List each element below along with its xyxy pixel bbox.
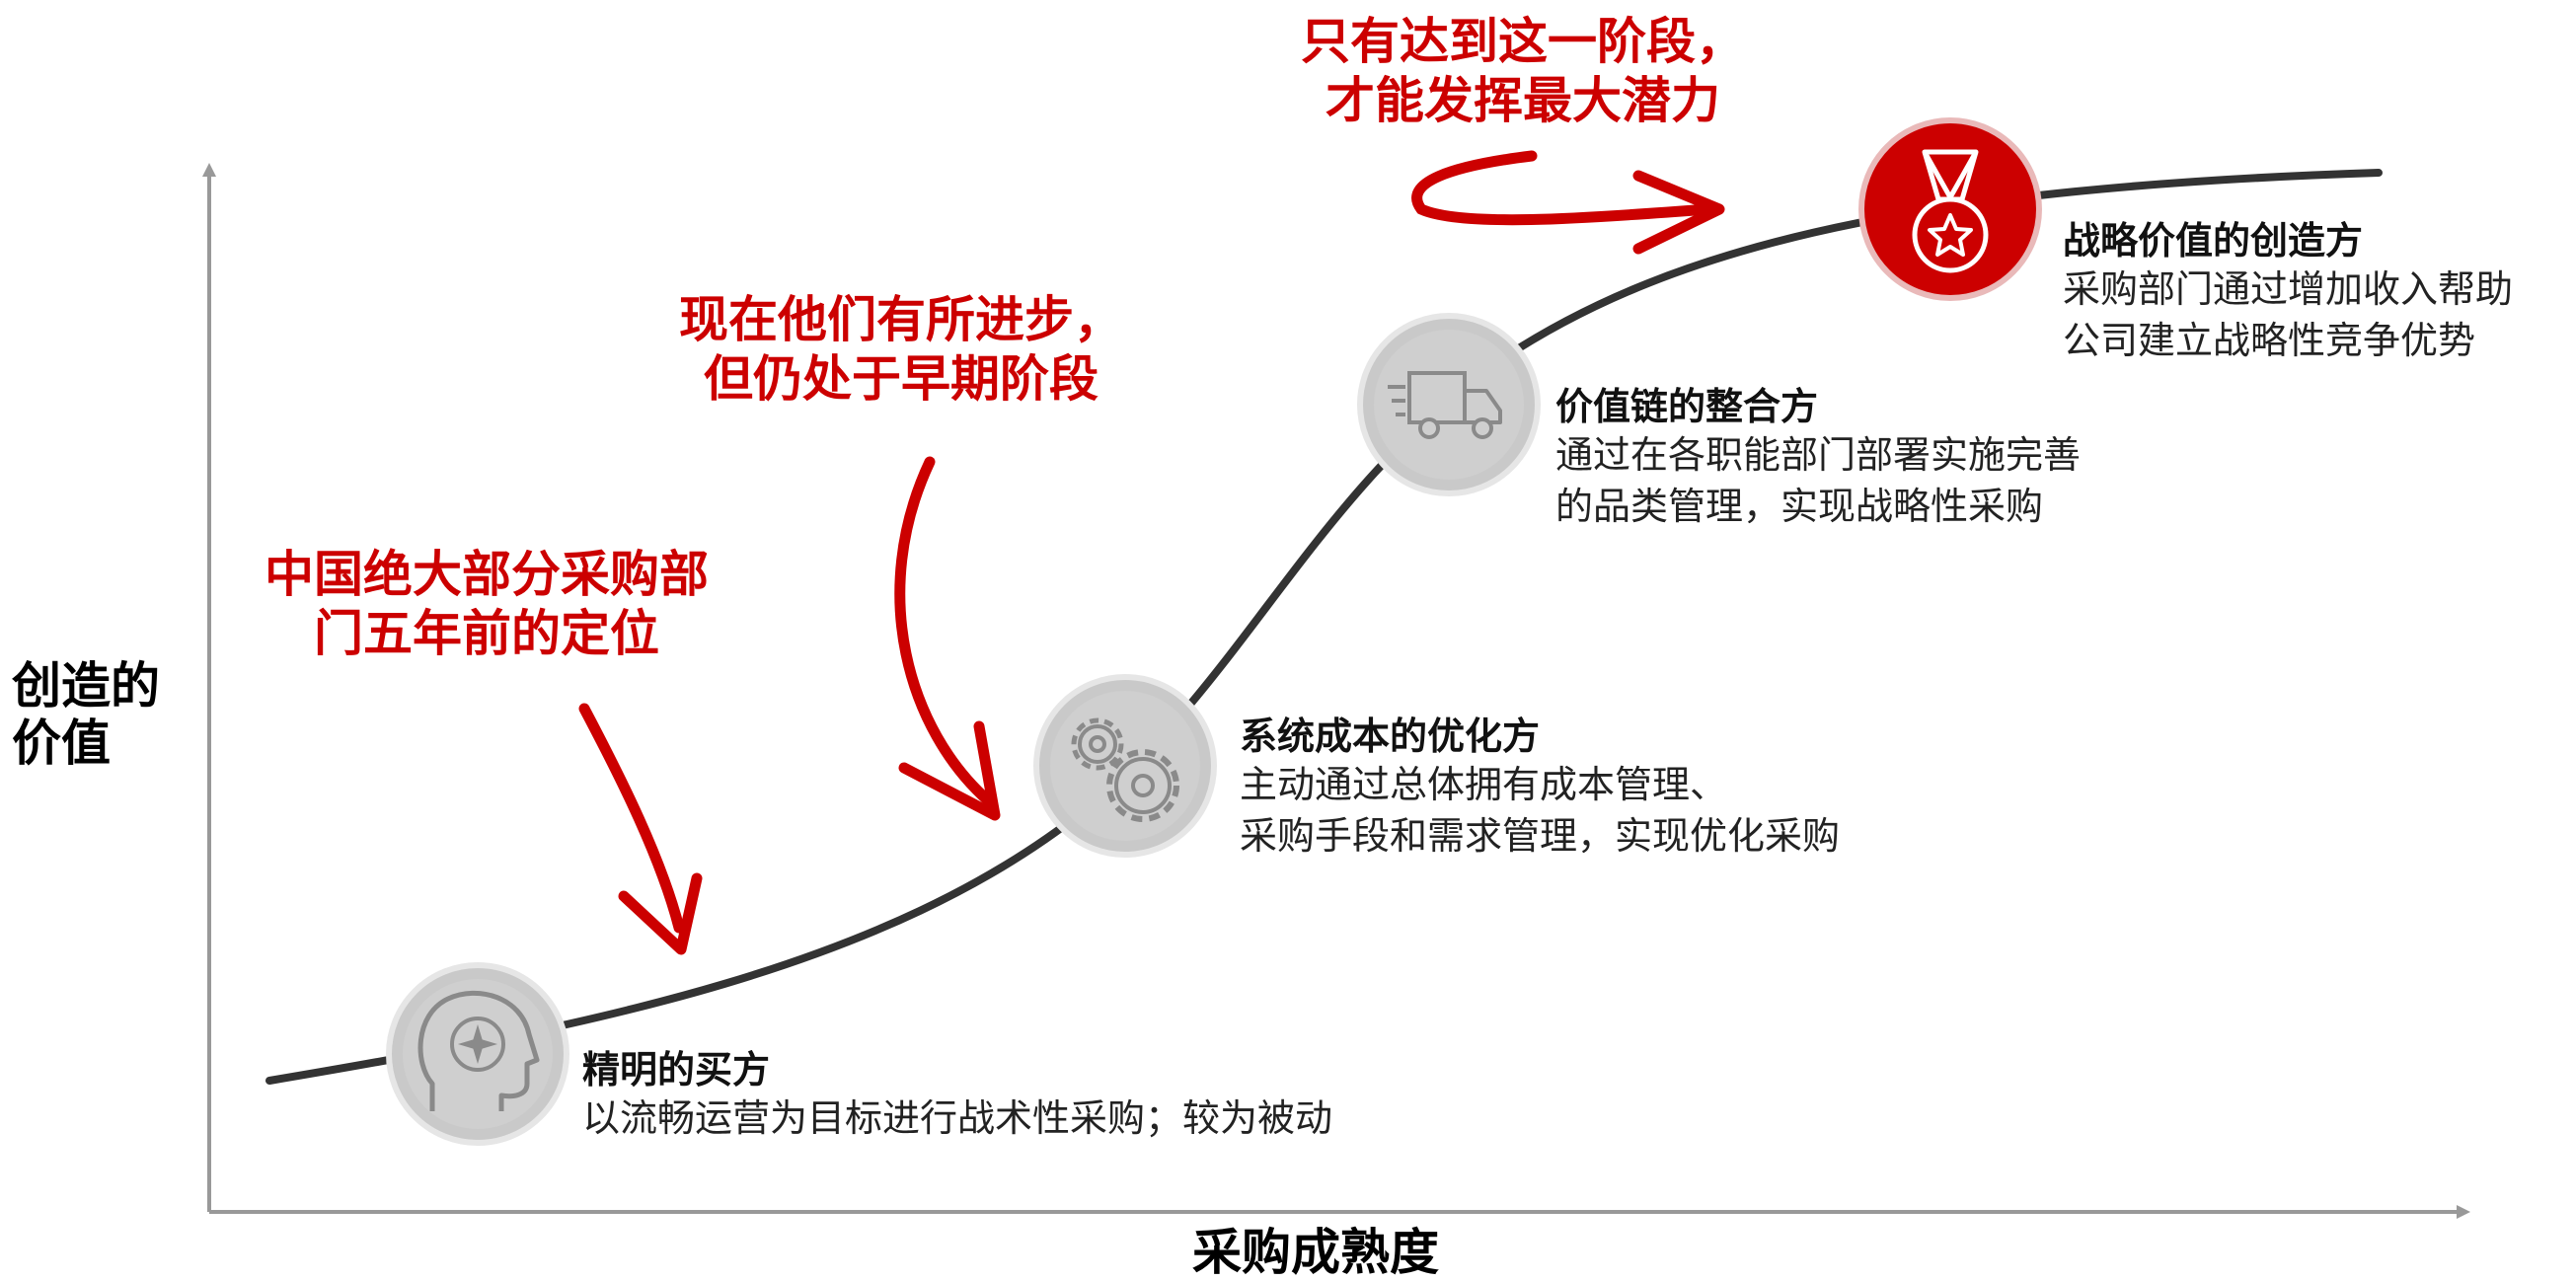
stage-4-desc-line-1: 采购部门通过增加收入帮助 [2063,269,2514,311]
callout-early-stage: 现在他们有所进步， 但仍处于早期阶段 [679,290,1123,409]
gears-icon [1033,674,1217,858]
stage-4-desc-line-2: 公司建立战略性竞争优势 [2063,321,2476,362]
medal-icon [1858,117,2042,301]
stage-2-title: 系统成本的优化方 [1240,716,1541,758]
stage-3-title: 价值链的整合方 [1555,387,1819,428]
stage-smart-buyer: 精明的买方 以流畅运营为目标进行战术性采购；较为被动 [582,1048,1332,1145]
callout-2-line-2: 但仍处于早期阶段 [704,351,1099,407]
stage-strategic-value-creator: 战略价值的创造方 采购部门通过增加收入帮助 公司建立战略性竞争优势 [2063,219,2513,367]
callout-five-years-ago: 中国绝大部分采购部 门五年前的定位 [265,545,709,663]
callout-arrow-2 [894,456,1001,821]
truck-icon [1357,313,1541,496]
head-compass-icon [386,962,569,1146]
callout-3-line-2: 才能发挥最大潜力 [1326,73,1720,128]
stage-1-title: 精明的买方 [582,1050,771,1092]
callout-max-potential: 只有达到这一阶段， 才能发挥最大潜力 [1301,12,1745,130]
callout-2-line-1: 现在他们有所进步， [679,292,1123,347]
stage-3-desc-line-2: 的品类管理，实现战略性采购 [1555,487,2044,528]
stage-3-desc-line-1: 通过在各职能部门部署实施完善 [1555,435,2082,477]
y-axis-label-line-1: 创造的 [12,658,160,714]
callout-1-line-2: 门五年前的定位 [314,606,659,661]
stage-4-title: 战略价值的创造方 [2063,221,2364,263]
callout-arrow-1 [578,703,703,955]
y-axis-label: 创造的 价值 [12,657,160,772]
stage-system-cost-optimizer: 系统成本的优化方 主动通过总体拥有成本管理、 采购手段和需求管理，实现优化采购 [1240,715,1840,863]
stage-2-desc-line-1: 主动通过总体拥有成本管理、 [1240,765,1728,806]
callout-1-line-1: 中国绝大部分采购部 [265,547,709,602]
stage-2-desc-line-2: 采购手段和需求管理，实现优化采购 [1240,816,1841,858]
stage-value-chain-integrator: 价值链的整合方 通过在各职能部门部署实施完善 的品类管理，实现战略性采购 [1555,385,2081,533]
stage-1-desc-line-1: 以流畅运营为目标进行战术性采购；较为被动 [582,1098,1333,1140]
callout-arrow-3 [1411,150,1725,255]
y-axis-label-line-2: 价值 [12,716,111,771]
x-axis-label: 采购成熟度 [1192,1225,1439,1280]
callout-3-line-1: 只有达到这一阶段， [1301,14,1745,69]
